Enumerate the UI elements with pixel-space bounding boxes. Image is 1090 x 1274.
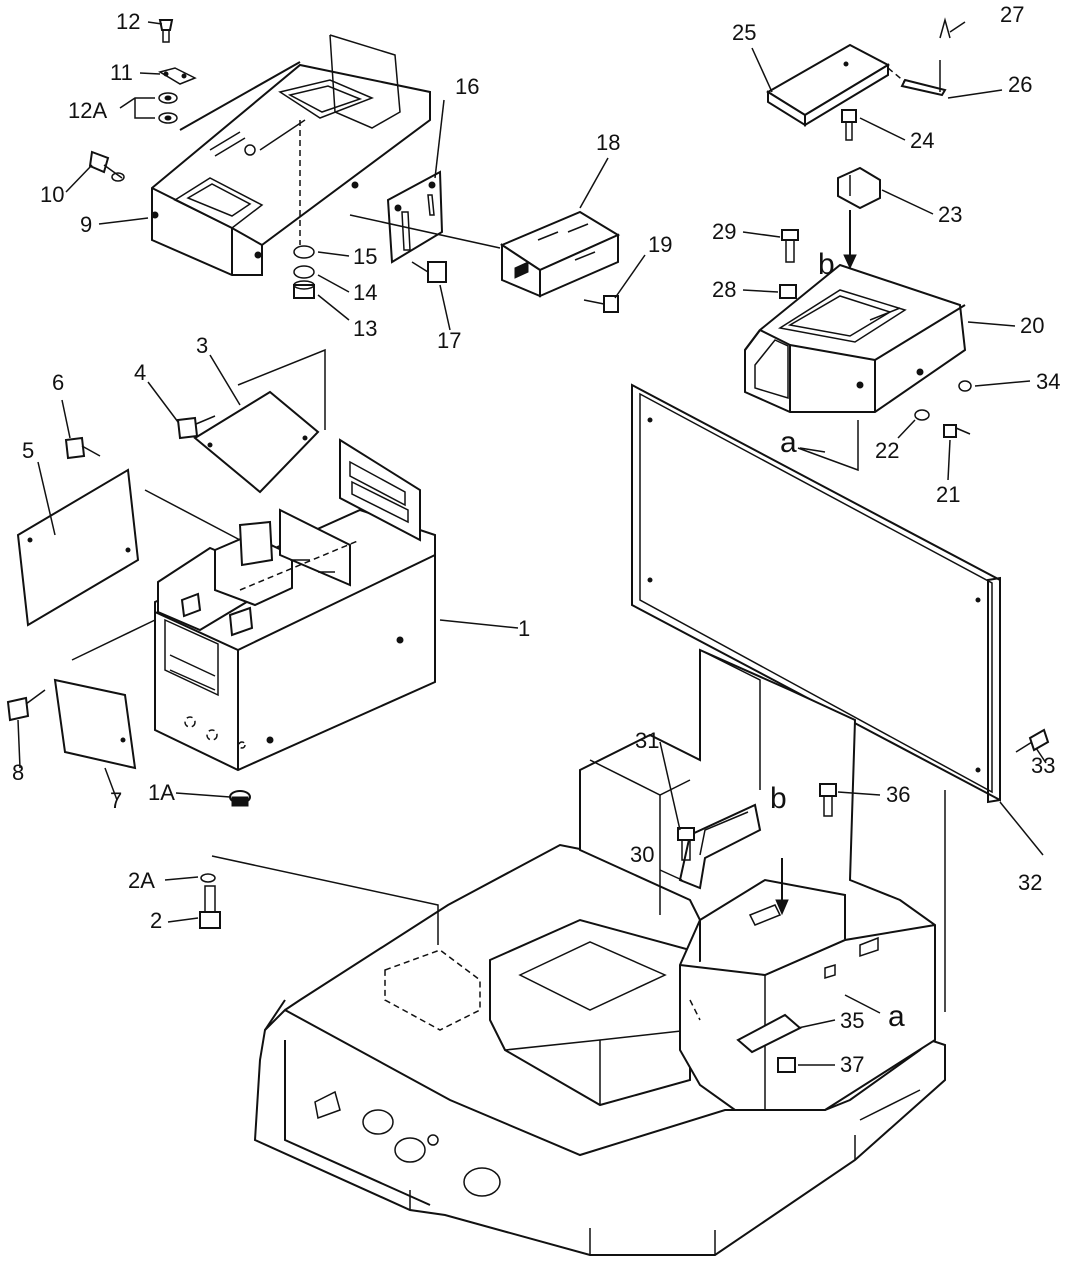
callout-7: 7 (110, 788, 122, 813)
callout-28: 28 (712, 277, 736, 302)
hardware-top-left (88, 19, 315, 299)
callout-15: 15 (353, 244, 377, 269)
callout-27: 27 (1000, 2, 1024, 27)
view-markers: b a b a (770, 248, 905, 1033)
callout-29: 29 (712, 219, 736, 244)
seat-pedestal (489, 918, 691, 1107)
view-marker-b-bottom: b (770, 782, 787, 815)
cover-part-20 (744, 263, 967, 413)
callout-23: 23 (938, 202, 962, 227)
callout-30: 30 (630, 842, 654, 867)
view-marker-b-top: b (818, 248, 835, 281)
callout-20: 20 (1020, 313, 1044, 338)
callout-8: 8 (12, 760, 24, 785)
callout-37: 37 (840, 1052, 864, 1077)
cover-part-7 (53, 619, 156, 770)
callout-24: 24 (910, 128, 934, 153)
hardware-left (6, 415, 439, 945)
callout-31: 31 (635, 728, 659, 753)
callout-25: 25 (732, 20, 756, 45)
console-cover-part-9 (151, 34, 431, 276)
cover-part-5 (16, 468, 241, 627)
cover-part-3 (193, 348, 326, 494)
leader-lines (17, 21, 1047, 1066)
plate-part-25 (766, 43, 891, 127)
callout-35: 35 (840, 1008, 864, 1033)
bracket-part-16 (349, 170, 501, 264)
callout-12: 12 (116, 9, 140, 34)
callout-10: 10 (40, 182, 64, 207)
callout-1: 1 (518, 616, 530, 641)
control-box-part-1 (154, 438, 436, 772)
box-part-18 (499, 210, 621, 298)
callout-16: 16 (455, 74, 479, 99)
small-parts-top-right (779, 17, 972, 438)
callout-labels: 1 1A 2 2A 3 4 5 6 7 8 9 10 11 12 12A 13 … (12, 2, 1060, 1077)
view-marker-a-bottom: a (888, 1000, 905, 1033)
back-panel-part-32 (631, 383, 1001, 804)
callout-19: 19 (648, 232, 672, 257)
callout-2a: 2A (128, 868, 155, 893)
callout-14: 14 (353, 280, 377, 305)
callout-33: 33 (1031, 753, 1055, 778)
callout-6: 6 (52, 370, 64, 395)
bolts-31-36 (677, 728, 1050, 916)
callout-3: 3 (196, 333, 208, 358)
callout-13: 13 (353, 316, 377, 341)
callout-36: 36 (886, 782, 910, 807)
callout-26: 26 (1008, 72, 1032, 97)
callout-12a: 12A (68, 98, 107, 123)
callout-17: 17 (437, 328, 461, 353)
callout-21: 21 (936, 482, 960, 507)
callout-2: 2 (150, 908, 162, 933)
callout-32: 32 (1018, 870, 1042, 895)
callout-34: 34 (1036, 369, 1060, 394)
callout-18: 18 (596, 130, 620, 155)
callout-9: 9 (80, 212, 92, 237)
callout-11: 11 (110, 60, 133, 85)
callout-4: 4 (134, 360, 146, 385)
floor-frame (253, 843, 946, 1256)
callout-1a: 1A (148, 780, 175, 805)
screws-17-19 (411, 261, 619, 313)
view-marker-a-top: a (780, 426, 797, 459)
callout-22: 22 (875, 438, 899, 463)
callout-5: 5 (22, 438, 34, 463)
